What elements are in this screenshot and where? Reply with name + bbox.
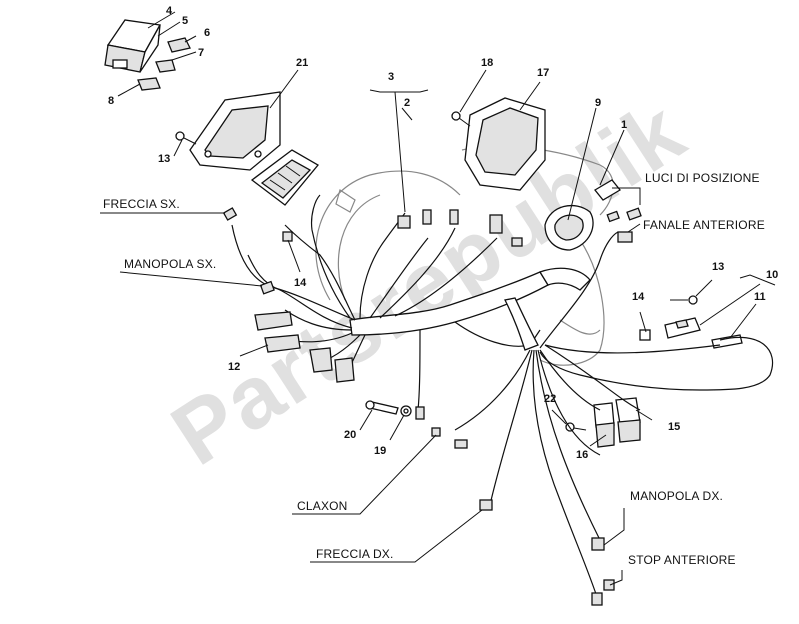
label-freccia-sx: FRECCIA SX. — [103, 197, 180, 211]
callout-11: 11 — [754, 291, 766, 303]
relay-16[interactable] — [593, 402, 615, 448]
small-connectors[interactable] — [222, 207, 615, 606]
relay-15[interactable] — [615, 397, 641, 443]
callout-16: 16 — [576, 449, 588, 461]
main-harness — [349, 267, 591, 351]
bolt-13b[interactable] — [670, 295, 698, 305]
bolt-18[interactable] — [451, 111, 471, 127]
callout-10: 10 — [766, 269, 778, 281]
label-manopola-dx: MANOPOLA DX. — [630, 489, 723, 503]
callout-5: 5 — [182, 15, 188, 27]
callout-2: 2 — [404, 97, 410, 109]
callout-3: 3 — [388, 71, 394, 83]
fuse-clips[interactable] — [137, 37, 191, 91]
bottom-wires — [454, 231, 774, 601]
leader-lines — [100, 11, 776, 586]
dashboard-cover[interactable] — [189, 91, 281, 171]
callout-13a: 13 — [158, 153, 170, 165]
callout-13b: 13 — [712, 261, 724, 273]
callout-7: 7 — [198, 47, 204, 59]
bolt-13a[interactable] — [175, 131, 197, 145]
callout-numbers: 4 5 6 7 8 21 13 3 2 18 17 9 1 14 12 20 1… — [108, 5, 778, 461]
callout-18: 18 — [481, 57, 493, 69]
label-freccia-dx: FRECCIA DX. — [316, 547, 394, 561]
connector-luci[interactable] — [606, 207, 642, 243]
connector-block[interactable] — [250, 149, 319, 206]
light-switch-unit[interactable] — [544, 179, 621, 251]
multipin-connectors[interactable] — [254, 311, 355, 383]
callout-8: 8 — [108, 95, 114, 107]
callout-12: 12 — [228, 361, 240, 373]
label-stop-anteriore: STOP ANTERIORE — [628, 553, 736, 567]
part-labels: FRECCIA SX. MANOPOLA SX. LUCI DI POSIZIO… — [103, 171, 765, 567]
callout-6: 6 — [204, 27, 210, 39]
right-cover[interactable] — [464, 97, 546, 191]
callout-14b: 14 — [632, 291, 645, 303]
label-fanale-anteriore: FANALE ANTERIORE — [643, 218, 765, 232]
callout-19: 19 — [374, 445, 386, 457]
washer-19[interactable] — [400, 405, 412, 417]
label-manopola-sx: MANOPOLA SX. — [124, 257, 216, 271]
callout-21: 21 — [296, 57, 308, 69]
callout-22: 22 — [544, 393, 556, 405]
label-luci-posizione: LUCI DI POSIZIONE — [645, 171, 760, 185]
callout-14a: 14 — [294, 277, 307, 289]
callout-15: 15 — [668, 421, 680, 433]
callout-1: 1 — [621, 119, 627, 131]
callout-9: 9 — [595, 97, 601, 109]
fuse-box[interactable] — [104, 19, 162, 73]
callout-17: 17 — [537, 67, 549, 79]
bolt-20[interactable] — [365, 400, 399, 415]
label-claxon: CLAXON — [297, 499, 348, 513]
callout-4: 4 — [166, 5, 173, 17]
callout-20: 20 — [344, 429, 356, 441]
nut-14b[interactable] — [639, 329, 651, 341]
